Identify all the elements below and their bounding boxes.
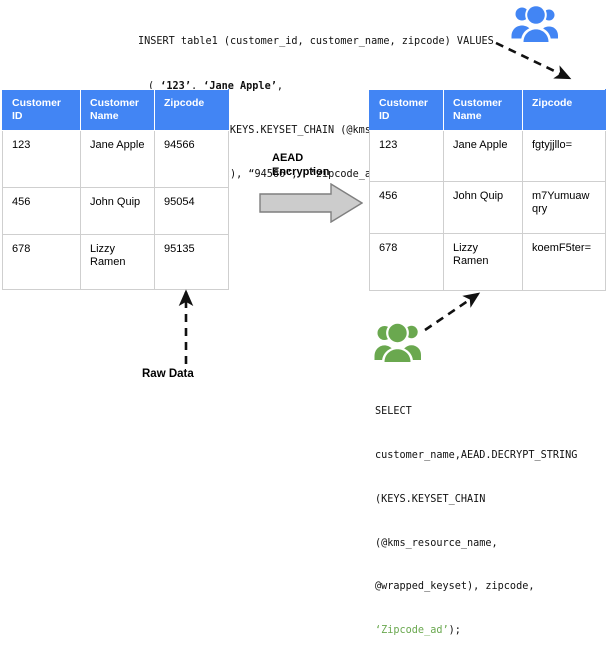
cell-customer-id: 678 <box>2 234 81 290</box>
select-sql-line-3: (KEYS.KEYSET_CHAIN <box>375 493 486 505</box>
aead-encryption-label-line-1: AEAD <box>272 152 304 164</box>
header-line-1: Zipcode <box>532 97 573 109</box>
right-block-arrow-icon <box>259 182 364 224</box>
insert-sql-literal-id: ‘123’ <box>160 80 191 92</box>
table-row: 456 John Quip m7Yumuaw qry <box>369 181 606 234</box>
cell-customer-id: 456 <box>2 187 81 235</box>
cell-customer-id: 123 <box>2 130 81 188</box>
header-line-2: Name <box>90 110 119 122</box>
header-line-1: Customer <box>379 97 429 109</box>
aead-encryption-label: AEAD Encryption <box>272 152 329 179</box>
cell-customer-id: 678 <box>369 233 444 291</box>
cell-customer-id: 456 <box>369 181 444 234</box>
column-header-zipcode: Zipcode <box>522 89 606 131</box>
insert-sql-literal-name: ‘Jane Apple’ <box>203 80 277 92</box>
select-sql-line-1: SELECT <box>375 406 412 418</box>
header-line-2: ID <box>12 110 23 122</box>
cell-customer-name: John Quip <box>443 181 523 234</box>
header-line-1: Customer <box>453 97 503 109</box>
people-group-icon-green <box>374 318 422 362</box>
select-sql-line-6-suffix: ); <box>448 625 461 637</box>
insert-sql-line-2: ( ‘123’, ‘Jane Apple’, <box>138 80 494 95</box>
insert-sql-line-1: INSERT table1 (customer_id, customer_nam… <box>138 36 494 48</box>
select-sql-statement: SELECT customer_name,AEAD.DECRYPT_STRING… <box>375 376 577 653</box>
dashed-up-right-arrow-icon <box>424 292 481 332</box>
header-line-1: Customer <box>90 97 140 109</box>
header-line-1: Zipcode <box>164 97 205 109</box>
table-row: 678 Lizzy Ramen 95135 <box>2 234 229 290</box>
column-header-zipcode: Zipcode <box>154 89 229 131</box>
people-group-icon-blue <box>510 2 558 43</box>
table-row: 123 Jane Apple 94566 <box>2 130 229 188</box>
cell-customer-name: John Quip <box>80 187 155 235</box>
cell-zipcode: fgtyjjllo= <box>522 130 606 182</box>
insert-sql-line-2-suffix: , <box>276 80 283 92</box>
header-line-2: ID <box>379 110 390 122</box>
select-sql-line-2: customer_name,AEAD.DECRYPT_STRING <box>375 449 578 461</box>
header-line-1: Customer <box>12 97 62 109</box>
select-sql-line-4: (@kms_resource_name, <box>375 537 498 549</box>
cell-zipcode: 95054 <box>154 187 229 235</box>
insert-sql-line-2-mid: , <box>190 80 204 92</box>
select-sql-literal-zipcode-ad: ‘Zipcode_ad’ <box>375 625 449 637</box>
insert-sql-line-2-prefix: ( <box>148 80 161 92</box>
cell-customer-id: 123 <box>369 130 444 182</box>
aead-encryption-label-line-2: Encryption <box>272 165 330 178</box>
raw-data-label: Raw Data <box>142 368 194 380</box>
select-sql-line-5: @wrapped_keyset), zipcode, <box>375 581 535 593</box>
dashed-down-right-arrow-icon <box>495 41 572 80</box>
cell-customer-name: Lizzy Ramen <box>80 234 155 290</box>
cell-zipcode: koemF5ter= <box>522 233 606 291</box>
cell-customer-name: Jane Apple <box>443 130 523 182</box>
cell-customer-name: Jane Apple <box>80 130 155 188</box>
table-row: 678 Lizzy Ramen koemF5ter= <box>369 233 606 291</box>
table-row: 123 Jane Apple fgtyjjllo= <box>369 130 606 182</box>
cell-zipcode: 94566 <box>154 130 229 188</box>
table-row: 456 John Quip 95054 <box>2 187 229 235</box>
header-line-2: Name <box>453 110 482 122</box>
cell-customer-name: Lizzy Ramen <box>443 233 523 291</box>
cell-zipcode: m7Yumuaw qry <box>522 181 606 234</box>
select-sql-line-6: ‘Zipcode_ad’); <box>375 624 577 639</box>
cell-zipcode: 95135 <box>154 234 229 290</box>
